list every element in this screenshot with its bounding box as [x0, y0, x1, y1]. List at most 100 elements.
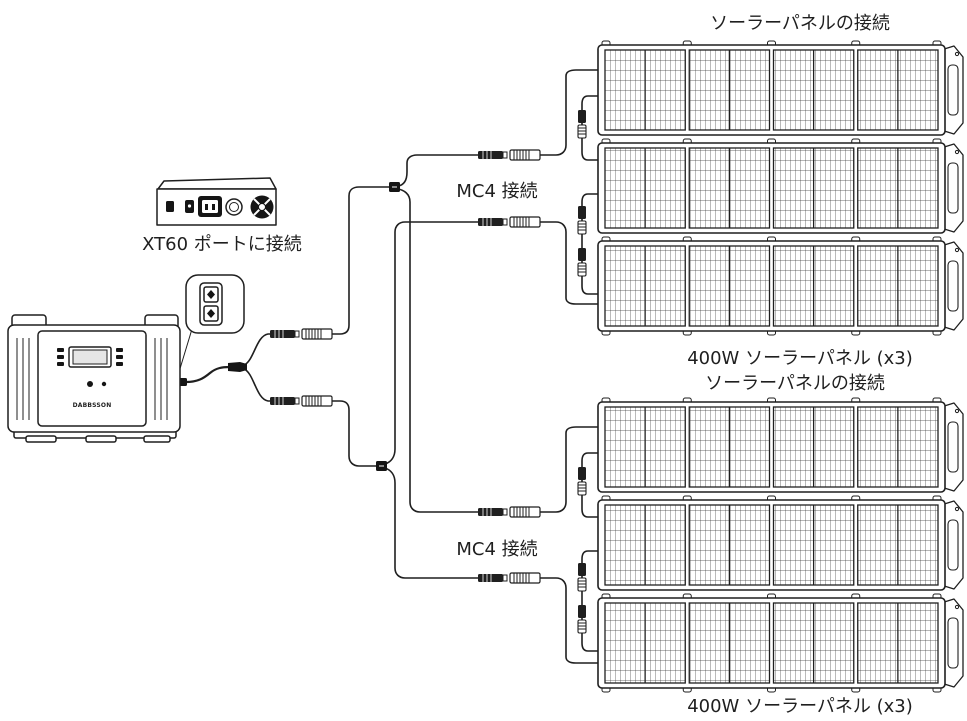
flap-rivet [954, 247, 960, 253]
bottom-group-heading: ソーラーパネルの接続 [705, 373, 885, 394]
station-usb-port [87, 381, 93, 387]
mc4-male-tip [502, 151, 508, 159]
flap-handle-slot [947, 162, 959, 214]
station-button-right-1 [116, 348, 123, 352]
solar-panel [597, 236, 964, 336]
flap-handle-slot [947, 260, 959, 312]
ac-outlet-face [202, 200, 218, 213]
mc4-male-body [478, 508, 503, 516]
xt60-port-lower-pin [207, 309, 215, 318]
mc4-female-ribs [578, 265, 586, 273]
station-output-cable [184, 365, 232, 384]
station-button-right-2 [116, 355, 123, 359]
station-front-panel [37, 330, 147, 427]
mc4-male-body [270, 330, 295, 338]
bottom-solar-panel-group [597, 397, 964, 693]
mc4-male-grip [482, 508, 492, 516]
mc4-inline-connector [577, 467, 587, 496]
top-group-heading: ソーラーパネルの接続 [710, 13, 890, 34]
flap-rivet [954, 51, 960, 57]
mc4-female-ribs [513, 507, 530, 517]
mc4-female-ribs [513, 217, 530, 227]
mc4-inline-connector [577, 110, 587, 139]
mc4-connector-pair [270, 395, 333, 407]
power-station: DABBSSON [7, 314, 181, 443]
mc4-female-ribs [513, 150, 530, 160]
mc4-male-body [478, 151, 503, 159]
xt60-port-label: XT60 ポートに接続 [142, 234, 302, 255]
mc4-connector-pair [478, 572, 541, 584]
station-foot-middle [85, 435, 117, 443]
ac-outlet-pin-right [212, 204, 215, 210]
mc4-female-body [577, 619, 587, 634]
solar-panel [597, 138, 964, 234]
flap-handle-slot [947, 519, 959, 571]
row-1-to-panel-1 [537, 69, 601, 156]
mc4-female-ribs [578, 580, 586, 588]
solar-panel [597, 40, 964, 136]
cable-harness [184, 69, 601, 664]
lower-extension-cable [329, 400, 381, 467]
mc4-female-ribs [578, 127, 586, 135]
mc4-female-body [577, 481, 587, 496]
mc4-male-tip [502, 218, 508, 226]
mc4-female-ribs [578, 484, 586, 492]
flap-rivet [954, 149, 960, 155]
mc4-female-ribs [305, 396, 322, 406]
panel-5-to-panel-6-link [581, 550, 601, 652]
mc4-inline-connector [577, 563, 587, 592]
station-left-grille [16, 338, 30, 420]
mc4-male-body [578, 563, 586, 576]
mc4-connector-pair [478, 149, 541, 161]
callout-leader-line [178, 328, 193, 373]
mc4-female-ribs [578, 223, 586, 231]
station-display-screen [72, 349, 108, 365]
station-button-left-2 [57, 355, 64, 359]
mc4-connector-pair [478, 216, 541, 228]
bottom-panel-label: 400W ソーラーパネル (x3) [687, 696, 913, 717]
flap-rivet [954, 604, 960, 610]
lock-keyhole [187, 204, 192, 208]
flap-rivet [954, 506, 960, 512]
mc4-male-tip [502, 574, 508, 582]
solar-panel [597, 397, 964, 493]
station-button-right-3 [116, 362, 123, 366]
row-3-to-panel-4 [537, 426, 601, 513]
junction-a-to-row-3 [397, 188, 481, 513]
mc4-female-ribs [513, 573, 530, 583]
power-button-inner-ring [229, 202, 239, 212]
mc4-male-body [578, 110, 586, 123]
flap-handle-slot [947, 64, 959, 116]
mc4-male-grip [482, 151, 492, 159]
flap-handle-slot [947, 617, 959, 669]
splitter-upper-branch [243, 333, 273, 366]
main-y-splitter [228, 362, 247, 372]
upper-extension-cable [329, 186, 393, 335]
mc4-male-grip [274, 397, 284, 405]
station-brand: DABBSSON [73, 402, 112, 409]
top-solar-panel-group [597, 40, 964, 336]
junction-b-to-row-4 [384, 467, 481, 579]
top-mc4-label: MC4 接続 [456, 181, 537, 202]
mc4-male-body [478, 574, 503, 582]
junction-a-to-row-1 [397, 154, 481, 187]
mc4-male-body [578, 248, 586, 261]
fan-grille-hub [258, 203, 266, 211]
station-right-grille [154, 338, 168, 420]
row-2-to-panel-3 [537, 221, 601, 305]
mc4-male-body [270, 397, 295, 405]
mc4-female-body [577, 124, 587, 139]
mc4-male-grip [482, 574, 492, 582]
mc4-female-body [577, 220, 587, 235]
ac-outlet-pin-left [205, 204, 208, 210]
mc4-male-grip [274, 330, 284, 338]
bottom-mc4-label: MC4 接続 [456, 539, 537, 560]
mc4-female-ribs [305, 329, 322, 339]
mc4-inline-connector [577, 248, 587, 277]
power-button-icon [225, 198, 243, 216]
station-indicator-light [101, 381, 107, 387]
mc4-female-body [577, 262, 587, 277]
mc4-male-tip [502, 508, 508, 516]
row-4-to-panel-6 [537, 577, 601, 664]
solar-panel [597, 495, 964, 591]
